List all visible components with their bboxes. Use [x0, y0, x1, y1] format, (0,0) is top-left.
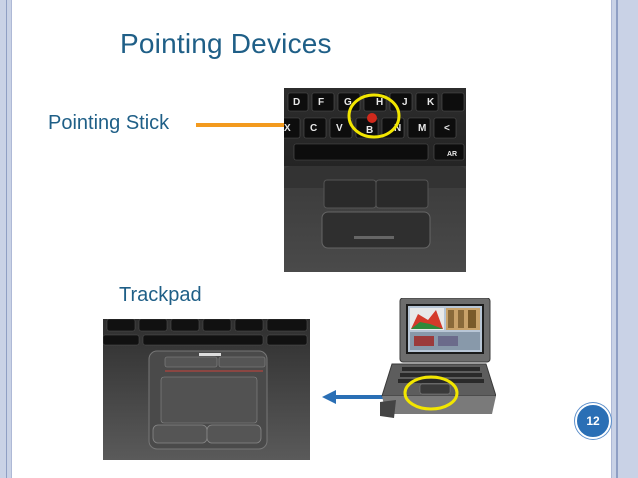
key-k: K: [427, 97, 435, 108]
key-c: C: [310, 123, 317, 134]
laptop-trackpad-highlight: [403, 375, 459, 411]
right-border-decoration: [611, 0, 638, 478]
pointing-stick-photo: D F G H J K X C V B N M < AR: [284, 88, 466, 272]
trackpad-label: Trackpad: [119, 284, 202, 306]
yellow-highlight-circle: [347, 93, 401, 139]
key-n: N: [394, 123, 401, 134]
key-v: V: [336, 123, 343, 134]
slide-title: Pointing Devices: [120, 28, 332, 59]
pointing-stick-label: Pointing Stick: [48, 112, 170, 134]
laptop-photo: [380, 298, 496, 418]
red-pointing-stick-nub: [367, 113, 377, 123]
trackpad-photo: [103, 319, 310, 460]
key-d: D: [293, 97, 300, 108]
key-j: J: [402, 97, 408, 108]
key-m: M: [418, 123, 426, 134]
key-g: G: [344, 97, 352, 108]
left-border-decoration: [0, 0, 12, 478]
key-b: B: [366, 125, 373, 136]
key-h: H: [376, 97, 383, 108]
key-side-label: AR: [447, 151, 457, 158]
key-x: X: [284, 123, 291, 134]
page-number-badge: 12: [575, 403, 611, 439]
key-less-than: <: [444, 123, 450, 134]
key-f: F: [318, 97, 324, 108]
